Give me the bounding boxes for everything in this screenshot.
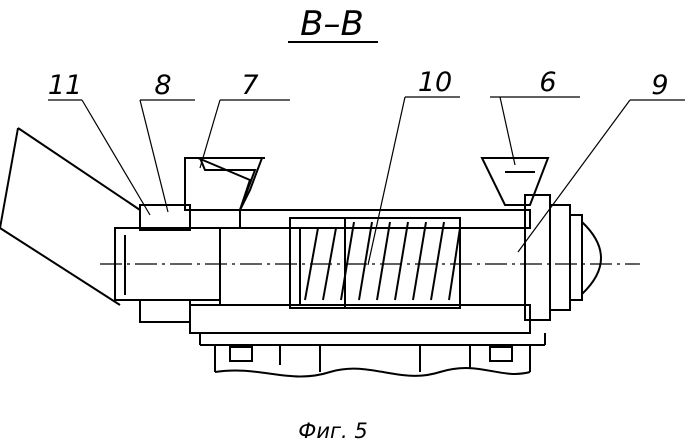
angled-rod xyxy=(0,128,140,305)
label-7: 7 xyxy=(241,70,258,101)
label-11: 11 xyxy=(48,70,82,101)
leaders xyxy=(48,97,685,265)
label-9: 9 xyxy=(651,70,668,101)
shaft xyxy=(115,218,525,308)
label-8: 8 xyxy=(154,70,171,101)
label-10: 10 xyxy=(418,67,452,98)
seals xyxy=(215,345,530,377)
housing-bottom xyxy=(140,300,545,345)
section-label: В–В xyxy=(300,4,364,44)
part-6-wedge xyxy=(482,158,548,205)
figure-caption: Фиг. 5 xyxy=(298,419,367,443)
spring-10 xyxy=(305,222,460,300)
end-cap xyxy=(525,195,601,320)
label-6: 6 xyxy=(539,67,556,98)
part-7-wedge xyxy=(185,158,265,210)
